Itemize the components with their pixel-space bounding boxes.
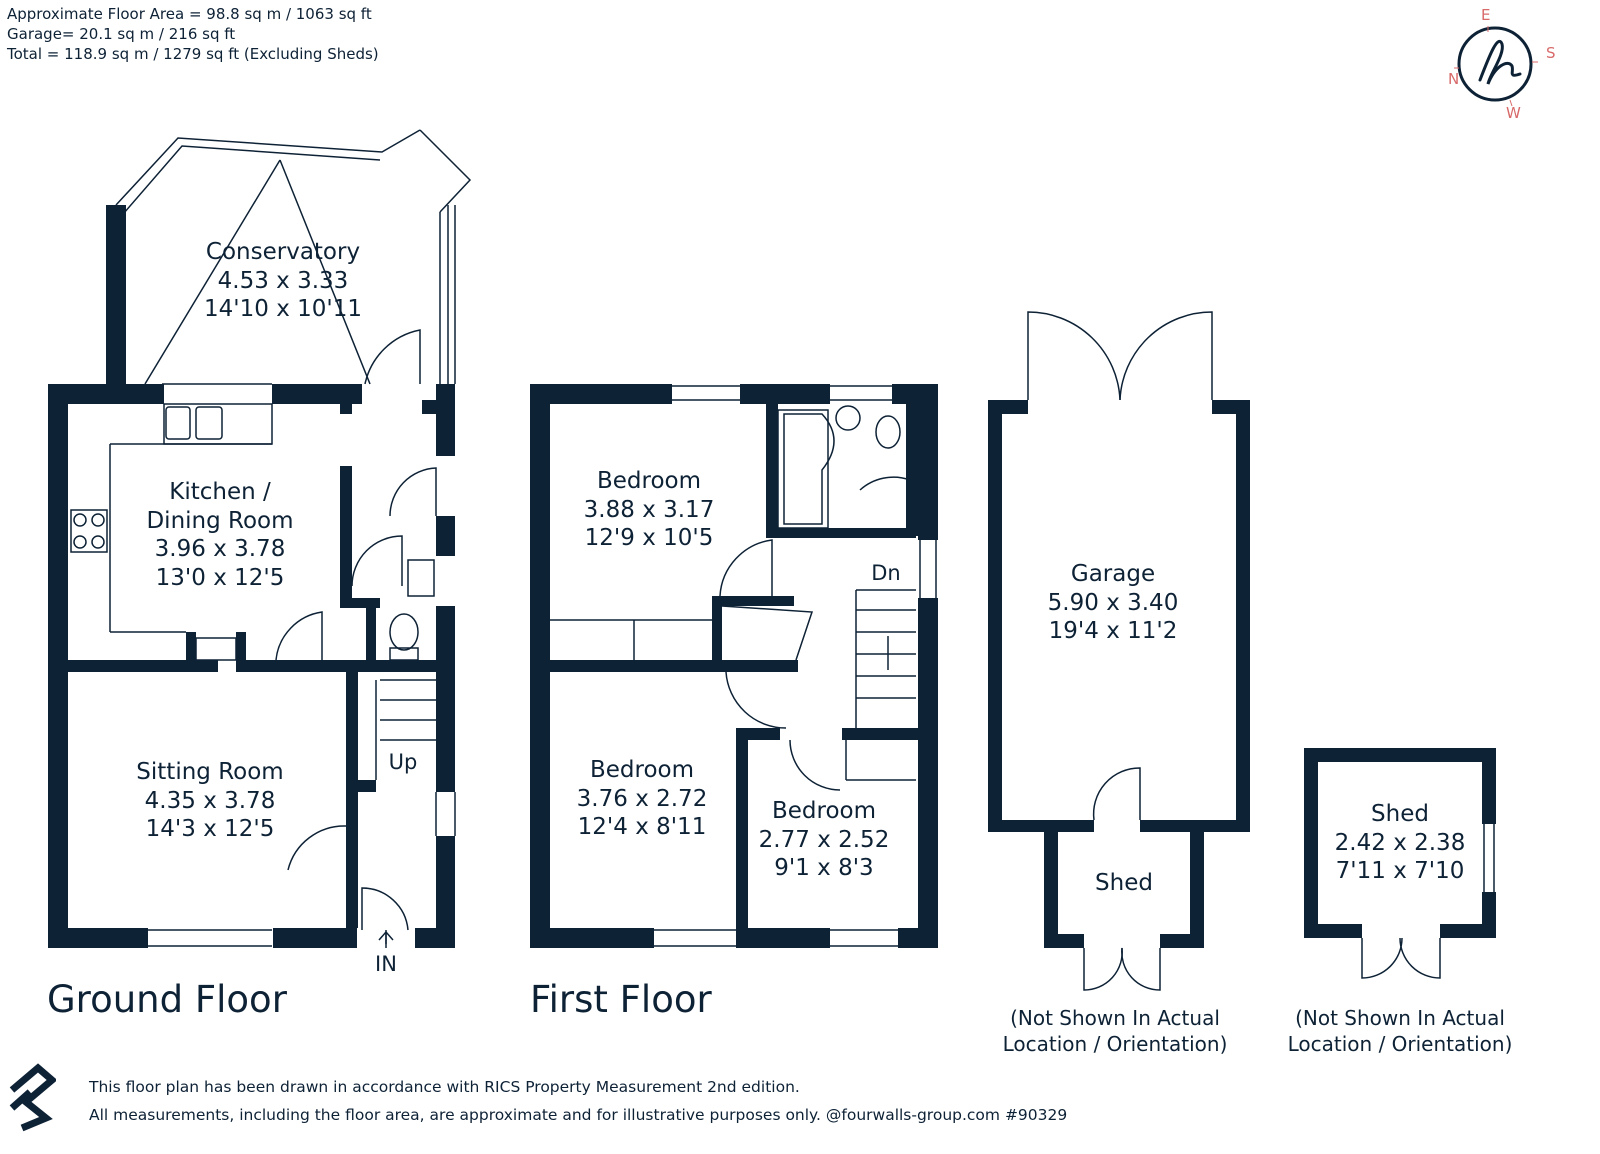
bedroom-2-imperial: 12'4 x 8'11	[577, 814, 707, 840]
garage-imperial: 19'4 x 11'2	[1048, 618, 1178, 644]
sitting-room-imperial: 14'3 x 12'5	[145, 816, 275, 842]
bedroom-3-metric: 2.77 x 2.52	[758, 826, 890, 853]
shed-label: Shed 2.42 x 2.38 7'11 x 7'10	[1335, 800, 1466, 886]
garage-metric: 5.90 x 3.40	[1047, 589, 1179, 616]
fourwalls-logo	[8, 1062, 58, 1132]
bedroom-2-label: Bedroom 3.76 x 2.72 12'4 x 8'11	[577, 756, 708, 842]
garage-note: (Not Shown In Actual Location / Orientat…	[1003, 1005, 1228, 1057]
first-floor-walls	[530, 384, 938, 948]
bedroom-1-name: Bedroom	[596, 468, 702, 494]
conservatory-metric: 4.53 x 3.33	[217, 267, 349, 294]
bedroom-3-imperial: 9'1 x 8'3	[774, 855, 874, 881]
entrance-arrow-icon	[378, 930, 394, 948]
garage-area-text: Garage= 20.1 sq m / 216 sq ft	[7, 25, 236, 43]
shed-note: (Not Shown In Actual Location / Orientat…	[1288, 1005, 1513, 1057]
disclaimer-line2: All measurements, including the floor ar…	[89, 1106, 1068, 1124]
first-stairs-label: Dn	[871, 561, 901, 585]
compass: E S W N	[1448, 4, 1562, 122]
conservatory-outline	[115, 129, 472, 385]
floor-area-text: Approximate Floor Area = 98.8 sq m / 106…	[7, 5, 372, 23]
compass-north-label: N	[1448, 70, 1460, 88]
ground-floor-walls	[48, 205, 455, 948]
compass-south-label: S	[1546, 44, 1556, 62]
shed-metric: 2.42 x 2.38	[1334, 829, 1466, 856]
garage-shed-label: Shed	[1095, 870, 1153, 896]
ground-floor-fixtures	[70, 403, 456, 947]
conservatory-imperial: 14'10 x 10'11	[204, 296, 362, 322]
garage-note-line2: Location / Orientation)	[1002, 1032, 1228, 1056]
sitting-room-name: Sitting Room	[136, 759, 284, 785]
kitchen-imperial: 13'0 x 12'5	[155, 564, 285, 591]
first-floor-title: First Floor	[530, 978, 712, 1021]
sitting-room-label: Sitting Room 4.35 x 3.78 14'3 x 12'5	[136, 758, 283, 844]
conservatory-name: Conservatory	[205, 239, 361, 265]
kitchen-name-line2: Dining Room	[146, 507, 294, 534]
bedroom-2-metric: 3.76 x 2.72	[576, 785, 708, 812]
shed-note-line1: (Not Shown In Actual	[1295, 1006, 1505, 1030]
shed-name: Shed	[1371, 801, 1429, 827]
sitting-room-metric: 4.35 x 3.78	[144, 787, 276, 814]
garage-label: Garage 5.90 x 3.40 19'4 x 11'2	[1048, 560, 1179, 646]
garage-walls	[988, 400, 1250, 948]
bedroom-3-label: Bedroom 2.77 x 2.52 9'1 x 8'3	[759, 797, 890, 883]
shed-walls	[1304, 748, 1496, 938]
shed-imperial: 7'11 x 7'10	[1335, 858, 1465, 884]
bedroom-1-metric: 3.88 x 3.17	[583, 496, 715, 523]
garage-doors	[1027, 311, 1213, 991]
shed-note-line2: Location / Orientation)	[1287, 1032, 1513, 1056]
bedroom-3-name: Bedroom	[771, 798, 877, 824]
compass-west-label: W	[1506, 104, 1521, 122]
bedroom-1-label: Bedroom 3.88 x 3.17 12'9 x 10'5	[584, 467, 715, 553]
bedroom-1-imperial: 12'9 x 10'5	[584, 525, 714, 551]
ground-stairs-label: Up	[388, 750, 418, 774]
entrance-label: IN	[375, 952, 397, 976]
ground-floor-title: Ground Floor	[47, 978, 287, 1021]
garage-note-line1: (Not Shown In Actual	[1010, 1006, 1220, 1030]
bedroom-2-name: Bedroom	[589, 757, 695, 783]
handwritten-h-logo	[1478, 40, 1522, 85]
kitchen-name-line1: Kitchen /	[169, 479, 271, 505]
garage-name: Garage	[1070, 561, 1156, 587]
shed-doors	[1361, 824, 1495, 979]
fourwalls-logo-icon	[9, 1063, 58, 1132]
disclaimer: This floor plan has been drawn in accord…	[89, 1073, 1067, 1129]
first-floor-fixtures	[550, 385, 937, 947]
conservatory-label: Conservatory 4.53 x 3.33 14'10 x 10'11	[204, 238, 362, 324]
compass-east-label: E	[1481, 6, 1491, 24]
total-area-text: Total = 118.9 sq m / 1279 sq ft (Excludi…	[7, 45, 379, 63]
compass-icon	[1454, 26, 1538, 107]
kitchen-metric: 3.96 x 3.78	[154, 536, 286, 562]
area-info: Approximate Floor Area = 98.8 sq m / 106…	[7, 4, 379, 64]
disclaimer-line1: This floor plan has been drawn in accord…	[89, 1078, 800, 1096]
kitchen-label: Kitchen / Dining Room 3.96 x 3.78 13'0 x…	[146, 478, 293, 592]
